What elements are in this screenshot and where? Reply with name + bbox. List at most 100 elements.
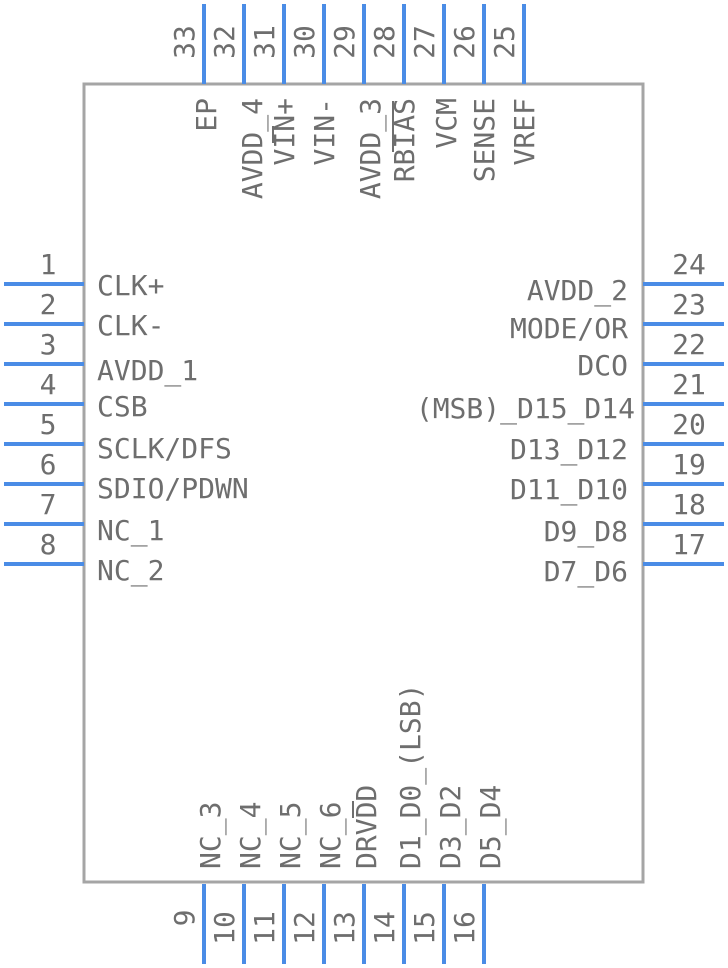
pin-number: 11 [248,911,281,945]
pin-number: 18 [672,488,706,521]
pin-name: NC_1 [97,514,164,548]
pin-number: 19 [672,448,706,481]
pin-32: 32 AVDD_4 [208,4,270,199]
pin-number: 33 [168,25,201,59]
pin-27: 27 VCM [408,4,463,149]
pin-30: 30 VIN- [288,4,341,165]
pin-6: 6 SDIO/PDWN [4,448,249,505]
pin-number: 7 [40,488,57,521]
pin-4: 4 CSB [4,368,148,423]
pin-number: 16 [448,911,481,945]
pin-14: 14 D1_D0_(LSB) [368,684,428,964]
pin-name: VREF [508,98,541,165]
pin-name: DRVDD [350,785,383,869]
pin-name: SDIO/PDWN [97,472,249,505]
pin-number: 26 [448,25,481,59]
pin-33: 33 EP [168,4,223,132]
right-pins: 24 AVDD_2 23 MODE/OR 22 DCO 21 (MSB)_D15… [416,248,724,589]
pin-name: NC_3 [194,802,228,869]
pin-name: D9_D8 [544,515,628,549]
pin-number: 9 [168,910,201,927]
pin-name: D1_D0_(LSB) [394,684,428,869]
pin-name: (MSB)_D15_D14 [416,392,635,426]
pin-name: D5_D4 [474,785,508,869]
pin-28: 28 RBIAS [368,4,421,182]
pin-number: 31 [248,25,281,59]
pin-25: 25 VREF [488,4,541,165]
pin-3: 3 AVDD_1 [4,328,198,388]
pin-name: D11_D10 [510,473,628,507]
pin-number: 27 [408,25,441,59]
pin-2: 2 CLK- [4,288,164,342]
bottom-pins: 9 NC_3 10 NC_4 11 NC_5 12 NC_6 13 DRVDD … [168,684,508,964]
pin-name: VCM [430,98,463,149]
pin-number: 20 [672,408,706,441]
pin-7: 7 NC_1 [4,488,164,548]
pin-20: 20 D13_D12 [510,408,724,467]
pin-number: 32 [208,25,241,59]
pin-19: 19 D11_D10 [510,448,724,507]
pin-name: AVDD_2 [527,274,628,308]
pin-11: 11 NC_5 [248,802,308,964]
pin-number: 4 [40,368,57,401]
pin-15: 15 D3_D2 [408,785,468,964]
pin-name: CSB [97,390,148,423]
pin-name: MODE/OR [510,312,628,345]
pin-12: 12 NC_6 [288,802,348,964]
pin-number: 12 [288,911,321,945]
pin-number: 1 [40,248,57,281]
pin-name: VIN- [308,98,341,165]
pin-5: 5 SCLK/DFS [4,408,232,465]
pin-name: NC_5 [274,802,308,869]
pin-9: 9 NC_3 [168,802,228,964]
left-pins: 1 CLK+ 2 CLK- 3 AVDD_1 4 CSB 5 SCLK/DFS … [4,248,249,588]
pin-number: 30 [288,25,321,59]
pin-number: 25 [488,25,521,59]
pin-21: 21 (MSB)_D15_D14 [416,368,724,426]
pin-16: 16 D5_D4 [448,785,508,964]
pin-17: 17 D7_D6 [544,528,724,589]
pin-name: EP [190,98,223,132]
pin-name: CLK+ [97,269,164,302]
pin-13: 13 DRVDD [328,785,383,964]
pin-name: NC_2 [97,554,164,588]
pin-number: 13 [328,911,361,945]
top-pins: 33 EP 32 AVDD_4 31 VIN+ 30 VIN- 29 AVDD_… [168,4,541,199]
pin-number: 21 [672,368,706,401]
pin-number: 8 [40,528,57,561]
pin-number: 17 [672,528,706,561]
pin-number: 15 [408,911,441,945]
pin-number: 22 [672,328,706,361]
pin-number: 29 [328,25,361,59]
pin-name: SENSE [468,98,501,182]
pin-name: AVDD_3 [354,98,388,199]
pin-8: 8 NC_2 [4,528,164,588]
pin-26: 26 SENSE [448,4,501,182]
pin-10: 10 NC_4 [208,802,268,964]
pin-name: NC_6 [314,802,348,869]
pin-name: AVDD_4 [236,98,270,199]
pin-number: 2 [40,288,57,321]
pin-name: D7_D6 [544,555,628,589]
pin-name: SCLK/DFS [97,432,232,465]
pin-name: AVDD_1 [97,354,198,388]
pin-number: 23 [672,288,706,321]
pin-number: 6 [40,448,57,481]
pin-29: 29 AVDD_3 [328,4,388,199]
pin-31: 31 VIN+ [248,4,301,165]
pin-18: 18 D9_D8 [544,488,724,549]
pin-name: CLK- [97,309,164,342]
pin-23: 23 MODE/OR [510,288,724,345]
pin-1: 1 CLK+ [4,248,164,302]
pin-name: D3_D2 [434,785,468,869]
pin-number: 5 [40,408,57,441]
pin-24: 24 AVDD_2 [527,248,724,308]
pin-number: 3 [40,328,57,361]
component-body [82,82,645,884]
pin-number: 28 [368,25,401,59]
pin-number: 14 [368,911,401,945]
pin-name: NC_4 [234,802,268,869]
pin-22: 22 DCO [577,328,724,382]
